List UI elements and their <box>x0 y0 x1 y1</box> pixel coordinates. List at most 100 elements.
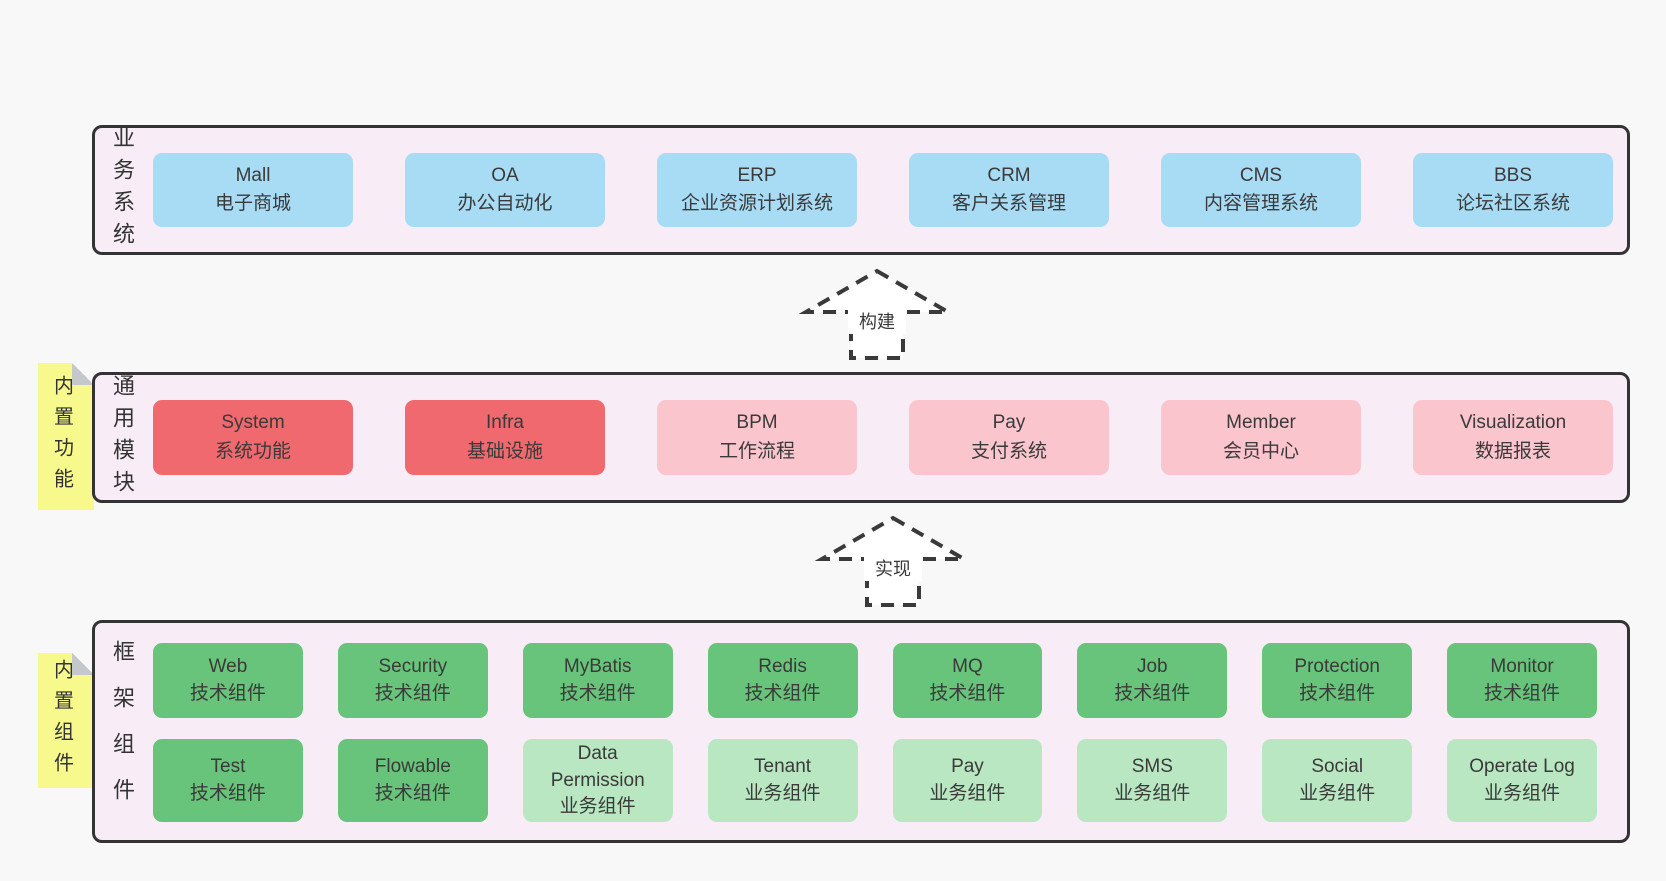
box-mq: MQ 技术组件 <box>892 643 1043 719</box>
box-subtitle: 客户关系管理 <box>951 193 1066 214</box>
box-subtitle: 工作流程 <box>718 440 795 462</box>
box-title: Security <box>378 656 448 678</box>
box-test: Test 技术组件 <box>153 739 303 822</box>
box-title: Pay <box>951 756 984 778</box>
panel-framework-components: 框架组件 Web 技术组件 Security 技术组件 MyBatis 技术组件… <box>92 620 1630 843</box>
box-subtitle: 内容管理系统 <box>1203 193 1318 214</box>
box-pay-module: Pay 支付系统 <box>909 400 1109 475</box>
box-job: Job 技术组件 <box>1077 643 1228 719</box>
box-title: Web <box>208 656 248 678</box>
box-subtitle: 技术组件 <box>189 682 266 704</box>
box-erp: ERP 企业资源计划系统 <box>657 153 857 227</box>
components-boxes-grid: Web 技术组件 Security 技术组件 MyBatis 技术组件 Redi… <box>153 643 1597 822</box>
box-flowable: Flowable 技术组件 <box>337 739 488 822</box>
box-title: CRM <box>987 164 1031 186</box>
box-data-permission: Data Permission 业务组件 <box>522 739 673 822</box>
folded-corner-icon <box>72 363 94 385</box>
business-boxes-row: Mall 电子商城 OA 办公自动化 ERP 企业资源计划系统 CRM 客户关系… <box>153 153 1613 227</box>
sticky-note-label: 内置组件 <box>50 658 73 783</box>
box-title: SMS <box>1131 756 1173 778</box>
arrow-label: 构建 <box>859 312 895 332</box>
box-visualization: Visualization 数据报表 <box>1413 400 1613 475</box>
box-title: Monitor <box>1490 656 1554 678</box>
box-member: Member 会员中心 <box>1161 400 1361 475</box>
box-title: Mall <box>235 164 271 186</box>
sticky-note-label: 内置功能 <box>50 374 73 499</box>
panel-label: 框架组件 <box>110 639 135 824</box>
box-subtitle: 业务组件 <box>559 795 636 817</box>
box-monitor: Monitor 技术组件 <box>1447 643 1597 719</box>
box-social: Social 业务组件 <box>1262 739 1413 822</box>
box-operate-log: Operate Log 业务组件 <box>1447 739 1597 822</box>
box-bpm: BPM 工作流程 <box>657 400 857 475</box>
box-subtitle: 系统功能 <box>214 440 291 462</box>
box-bbs: BBS 论坛社区系统 <box>1413 153 1613 227</box>
box-title: OA <box>491 164 519 186</box>
box-title: Infra <box>485 412 525 434</box>
box-subtitle: 基础设施 <box>466 440 543 462</box>
box-subtitle: 技术组件 <box>189 782 266 804</box>
box-subtitle: 技术组件 <box>1484 682 1561 704</box>
box-redis: Redis 技术组件 <box>707 643 858 719</box>
sticky-note-built-in-components: 内置组件 <box>38 653 94 788</box>
box-cms: CMS 内容管理系统 <box>1161 153 1361 227</box>
modules-boxes-row: System 系统功能 Infra 基础设施 BPM 工作流程 Pay 支付系统… <box>153 400 1613 475</box>
implement-arrow: 实现 <box>814 515 972 607</box>
box-subtitle: 办公自动化 <box>457 193 553 214</box>
box-title: BPM <box>736 412 778 434</box>
box-subtitle: 业务组件 <box>1484 782 1561 804</box>
box-title: Data Permission <box>550 743 645 791</box>
box-subtitle: 技术组件 <box>1114 682 1191 704</box>
box-subtitle: 技术组件 <box>374 682 451 704</box>
box-title: Visualization <box>1459 412 1567 434</box>
box-subtitle: 技术组件 <box>744 682 821 704</box>
box-title: ERP <box>737 164 777 186</box>
box-title: Flowable <box>374 756 451 778</box>
build-arrow: 构建 <box>798 268 956 360</box>
box-subtitle: 技术组件 <box>374 782 451 804</box>
box-title: Test <box>210 756 246 778</box>
box-subtitle: 会员中心 <box>1222 440 1299 462</box>
box-tenant: Tenant 业务组件 <box>707 739 858 822</box>
panel-common-modules: 通用模块 System 系统功能 Infra 基础设施 BPM 工作流程 Pay… <box>92 372 1630 503</box>
box-subtitle: 论坛社区系统 <box>1455 193 1570 214</box>
box-mall: Mall 电子商城 <box>153 153 353 227</box>
box-title: Protection <box>1294 656 1380 678</box>
box-subtitle: 技术组件 <box>1299 682 1376 704</box>
box-subtitle: 技术组件 <box>559 682 636 704</box>
arrow-label: 实现 <box>875 559 911 579</box>
box-title: Social <box>1311 756 1364 778</box>
box-title: MQ <box>952 656 983 678</box>
box-web: Web 技术组件 <box>153 643 303 719</box>
box-title: CMS <box>1239 164 1283 186</box>
box-title: Pay <box>992 412 1026 434</box>
box-title: Job <box>1136 656 1168 678</box>
box-subtitle: 业务组件 <box>1299 782 1376 804</box>
box-title: MyBatis <box>563 656 632 678</box>
box-subtitle: 业务组件 <box>1114 782 1191 804</box>
box-subtitle: 企业资源计划系统 <box>680 193 833 214</box>
box-subtitle: 业务组件 <box>929 782 1006 804</box>
box-title: Operate Log <box>1469 756 1575 778</box>
box-subtitle: 技术组件 <box>929 682 1006 704</box>
box-title: BBS <box>1493 164 1533 186</box>
box-security: Security 技术组件 <box>337 643 488 719</box>
box-mybatis: MyBatis 技术组件 <box>522 643 673 719</box>
box-title: System <box>221 412 285 434</box>
panel-business-systems: 业务系统 Mall 电子商城 OA 办公自动化 ERP 企业资源计划系统 CRM… <box>92 125 1630 255</box>
box-oa: OA 办公自动化 <box>405 153 605 227</box>
arrow-label-bg <box>864 553 922 581</box>
folded-corner-icon <box>72 653 94 675</box>
box-pay-component: Pay 业务组件 <box>892 739 1043 822</box>
box-subtitle: 电子商城 <box>214 193 291 214</box>
box-title: Tenant <box>754 756 812 778</box>
box-subtitle: 业务组件 <box>744 782 821 804</box>
arrow-label-bg <box>848 306 906 334</box>
box-title: Member <box>1226 412 1296 434</box>
box-crm: CRM 客户关系管理 <box>909 153 1109 227</box>
box-protection: Protection 技术组件 <box>1262 643 1413 719</box>
sticky-note-built-in-functions: 内置功能 <box>38 363 94 510</box>
box-infra: Infra 基础设施 <box>405 400 605 475</box>
box-subtitle: 数据报表 <box>1474 440 1551 462</box>
